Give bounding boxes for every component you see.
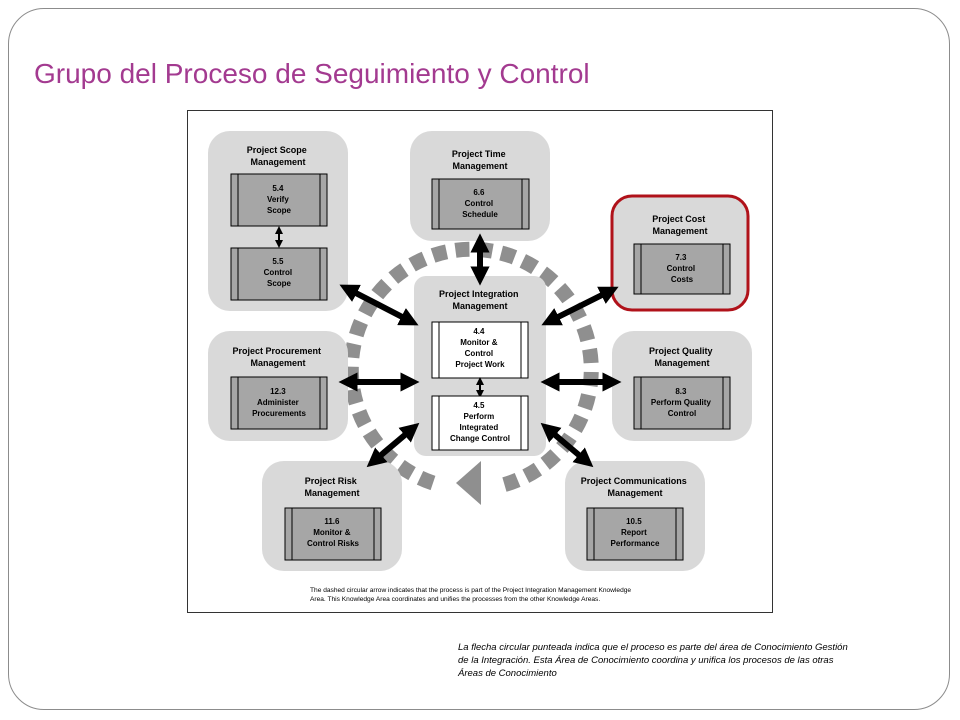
- svg-text:7.3 Control: 7.3 Control Costs: [667, 253, 698, 284]
- arrow-scope-integration: [339, 284, 419, 326]
- integration-management-box: Project Integration Management 4.4 Monit…: [414, 276, 546, 456]
- process-5-4: 5.4 Verify Scope: [230, 173, 328, 227]
- svg-text:11.6 Monitor &: 11.6 Monitor & Control Risks: [307, 517, 360, 548]
- knowledge-area-diagram: Project Scope Management 5.4 Verify Scop…: [187, 110, 773, 613]
- process-4-4: 4.4 Monitor & Control Project Work: [431, 321, 529, 379]
- svg-text:4.5 Perform: 4.5 Perform Integrated Change Control: [450, 401, 510, 443]
- svg-text:Project Quality Manage: Project Quality Management: [649, 346, 715, 368]
- process-10-5: 10.5 Report Performance: [586, 507, 684, 561]
- svg-text:5.5 Control: 5.5 Control Scope: [264, 257, 295, 288]
- arrow-cost-integration: [541, 286, 619, 326]
- process-4-5: 4.5 Perform Integrated Change Control: [431, 395, 529, 451]
- process-11-6: 11.6 Monitor & Control Risks: [284, 507, 382, 561]
- svg-text:Project Communications: Project Communications Management: [581, 476, 690, 498]
- process-12-3: 12.3 Administer Procurements: [230, 376, 328, 430]
- svg-text:6.6 Control: 6.6 Control Schedule: [462, 188, 498, 219]
- diagram-caption: The dashed circular arrow indicates that…: [310, 587, 633, 603]
- quality-management-box: Project Quality Management 8.3 Perform Q…: [612, 331, 752, 441]
- time-management-box: Project Time Management 6.6 Control Sche…: [410, 131, 550, 241]
- process-7-3: 7.3 Control Costs: [633, 243, 731, 295]
- scope-title: Project Scope Management: [247, 145, 310, 167]
- slide-note: La flecha circular punteada indica que e…: [458, 642, 848, 679]
- arrow-communications-integration: [540, 422, 594, 468]
- process-8-3: 8.3 Perform Quality Control: [633, 376, 731, 430]
- svg-text:Project Integration Ma: Project Integration Management: [439, 289, 521, 311]
- svg-text:4.4 Monitor &: 4.4 Monitor & Control Project Work: [455, 327, 505, 369]
- process-5-5: 5.5 Control Scope: [230, 247, 328, 301]
- svg-text:12.3 Administer: 12.3 Administer Procurements: [252, 387, 306, 418]
- svg-text:Project Risk Managemen: Project Risk Management: [304, 476, 359, 498]
- svg-text:Project Procurement Ma: Project Procurement Management: [232, 346, 323, 368]
- svg-text:Project Time Managemen: Project Time Management: [452, 149, 508, 171]
- scope-management-box: Project Scope Management 5.4 Verify Scop…: [208, 131, 348, 311]
- process-6-6: 6.6 Control Schedule: [431, 178, 530, 230]
- procurement-management-box: Project Procurement Management 12.3 Admi…: [208, 331, 348, 441]
- arrow-risk-integration: [366, 422, 420, 468]
- risk-management-box: Project Risk Management 11.6 Monitor & C…: [262, 461, 402, 571]
- communications-management-box: Project Communications Management 10.5 R…: [565, 461, 705, 571]
- svg-text:8.3 Perform Quality: 8.3 Perform Quality Control: [651, 387, 713, 418]
- dashed-circular-arrow: [343, 241, 599, 505]
- slide-title: Grupo del Proceso de Seguimiento y Contr…: [34, 58, 590, 89]
- svg-text:5.4 Verify: 5.4 Verify Scope: [267, 184, 292, 215]
- svg-text:Project Cost Managemen: Project Cost Management: [652, 214, 708, 236]
- cost-management-box: Project Cost Management 7.3 Control Cost…: [610, 194, 750, 312]
- svg-text:10.5 Report: 10.5 Report Performance: [611, 517, 660, 548]
